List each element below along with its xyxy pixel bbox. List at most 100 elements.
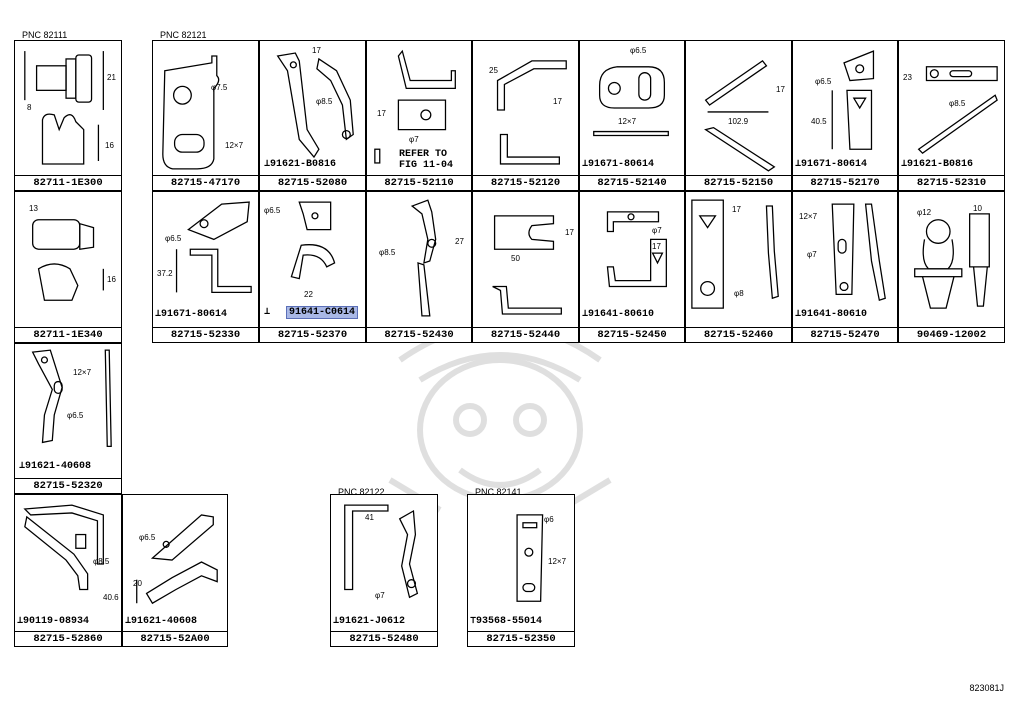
bolt-part-number: ⊥91621-40608 (19, 461, 92, 472)
part-cell[interactable]: φ7.5 12×7 82715-47170 (152, 40, 259, 191)
part-number: 82715-52310 (899, 175, 1004, 190)
bolt-part-number: ⊥91621-B0816 (264, 159, 337, 170)
bolt-part-number: ⊥91621-40608 (125, 616, 198, 627)
pnc-label: PNC 82111 (22, 30, 68, 40)
dimension-label: 12×7 (618, 117, 637, 126)
bracket-drawing (276, 52, 354, 159)
bolt-icon: ⊥ (17, 616, 24, 627)
part-number: 82715-52860 (15, 631, 121, 646)
clip-drawing (914, 213, 990, 309)
bolt-part-number: ⊥91621-J0612 (333, 616, 406, 627)
dimension-label: φ7 (375, 591, 385, 600)
bolt-icon: ⊥ (582, 159, 589, 170)
bolt-icon: ⊥ (582, 309, 589, 320)
part-number: 82715-52330 (153, 327, 258, 342)
dimension-label: 8 (27, 103, 32, 112)
dimension-label: 12×7 (799, 212, 818, 221)
bolt-part-number: 91641-C0614 (286, 306, 359, 319)
dimension-label: φ7 (409, 135, 419, 144)
bracket-drawing (31, 349, 112, 447)
dimension-label: φ8.5 (379, 248, 396, 257)
dimension-label: 25 (489, 66, 498, 75)
part-cell[interactable]: 17 50 82715-52440 (472, 191, 579, 343)
part-cell[interactable]: 13 16 82711-1E340 (14, 191, 122, 343)
dimension-label: 21 (107, 73, 116, 82)
dimension-label: 16 (105, 141, 114, 150)
dimension-label: 22 (304, 290, 313, 299)
part-number: 82715-52480 (331, 631, 437, 646)
part-cell[interactable]: φ6.5 20 ⊥91621-40608 82715-52A00 (122, 494, 228, 647)
dimension-label: φ6.5 (630, 46, 647, 55)
part-cell[interactable]: φ8.5 27 82715-52430 (366, 191, 472, 343)
dimension-label: φ6.5 (165, 234, 182, 243)
bolt-part-number: ⊥90119-08934 (17, 616, 90, 627)
pnc-label: PNC 82141 (475, 487, 522, 497)
dimension-label: 16 (107, 275, 116, 284)
part-cell[interactable]: 25 17 82715-52120 (472, 40, 579, 191)
bolt-part-number: ⊥91641-80610 (582, 309, 655, 320)
part-cell[interactable]: 41 φ7 ⊥91621-J0612 82715-52480 (330, 494, 438, 647)
dimension-label: 17 (732, 205, 741, 214)
part-number: 82715-52080 (260, 175, 365, 190)
dimension-label: φ6.5 (139, 533, 156, 542)
part-cell[interactable]: φ6 12×7 ⊤93568-55014 82715-52350 (467, 494, 575, 647)
part-cell[interactable]: 12×7 φ7 ⊥91641-80610 82715-52470 (792, 191, 898, 343)
bracket-drawing (496, 60, 567, 165)
part-number: 82715-52370 (260, 327, 365, 342)
part-number: 82715-52350 (468, 631, 574, 646)
bolt-icon: ⊥ (155, 309, 162, 320)
bracket-drawing (606, 211, 667, 288)
bracket-drawing (593, 66, 669, 137)
dimension-label: φ6 (544, 515, 554, 524)
part-cell[interactable]: 17 φ8 82715-52460 (685, 191, 792, 343)
part-number: 90469-12002 (899, 327, 1004, 342)
dimension-label: 17 (553, 97, 562, 106)
bolt-icon: ⊥ (901, 159, 908, 170)
part-cell[interactable]: 23 φ8.5 ⊥91621-B0816 82715-52310 (898, 40, 1005, 191)
part-cell[interactable]: φ6.5 12×7 ⊥91671-80614 82715-52140 (579, 40, 685, 191)
part-number: 82715-52450 (580, 327, 684, 342)
dimension-label: 20 (133, 579, 142, 588)
bracket-drawing (410, 199, 437, 317)
bracket-drawing (492, 215, 562, 315)
bolt-icon: ⊥ (795, 159, 802, 170)
bolt-icon: ⊥ (19, 461, 26, 472)
dimension-label: 17 (312, 46, 321, 55)
dimension-label: 13 (29, 204, 38, 213)
part-cell[interactable]: φ6.5 22 91641-C0614 ⊥ 82715-52370 (259, 191, 366, 343)
dimension-label: φ6.5 (264, 206, 281, 215)
part-cell[interactable]: φ6.5 40.5 ⊥91671-80614 82715-52170 (792, 40, 898, 191)
part-number: 82715-52460 (686, 327, 791, 342)
bolt-icon: ⊤ (470, 616, 477, 627)
part-cell[interactable]: φ7 17 ⊥91641-80610 82715-52450 (579, 191, 685, 343)
bracket-drawing (374, 49, 456, 164)
bolt-part-number: ⊥91671-80614 (155, 309, 228, 320)
part-cell[interactable]: φ12 10 90469-12002 (898, 191, 1005, 343)
bolt-part-number: ⊥91671-80614 (582, 159, 655, 170)
document-id: 823081J (969, 683, 1004, 693)
part-number: 82715-52170 (793, 175, 897, 190)
part-cell[interactable]: 12×7 φ6.5 ⊥91621-40608 82715-52320 (14, 343, 122, 494)
dimension-label: 50 (511, 254, 520, 263)
pnc-label: PNC 82121 (160, 30, 207, 40)
dimension-label: 17 (776, 85, 785, 94)
dimension-label: 17 (652, 242, 661, 251)
dimension-label: 37.2 (157, 269, 173, 278)
dimension-label: 40.6 (103, 593, 119, 602)
bolt-icon: ⊥ (795, 309, 802, 320)
bolt-part-number: ⊥91621-B0816 (901, 159, 974, 170)
part-cell[interactable]: φ8.5 40.6 ⊥90119-08934 82715-52860 (14, 494, 122, 647)
bracket-drawing (162, 55, 220, 170)
bracket-drawing (290, 201, 336, 280)
part-number: 82715-47170 (153, 175, 258, 190)
part-cell[interactable]: 8 21 16 82711-1E300 (14, 40, 122, 191)
part-number: 82715-52120 (473, 175, 578, 190)
part-number: 82715-52110 (367, 175, 471, 190)
dimension-label: φ8.5 (93, 557, 110, 566)
part-cell[interactable]: 17 φ8.5 ⊥91621-B0816 82715-52080 (259, 40, 366, 191)
dimension-label: φ7.5 (211, 83, 228, 92)
bracket-drawing (175, 201, 252, 294)
part-cell[interactable]: φ6.5 37.2 ⊥91671-80614 82715-52330 (152, 191, 259, 343)
part-cell[interactable]: 17 102.9 82715-52150 (685, 40, 792, 191)
